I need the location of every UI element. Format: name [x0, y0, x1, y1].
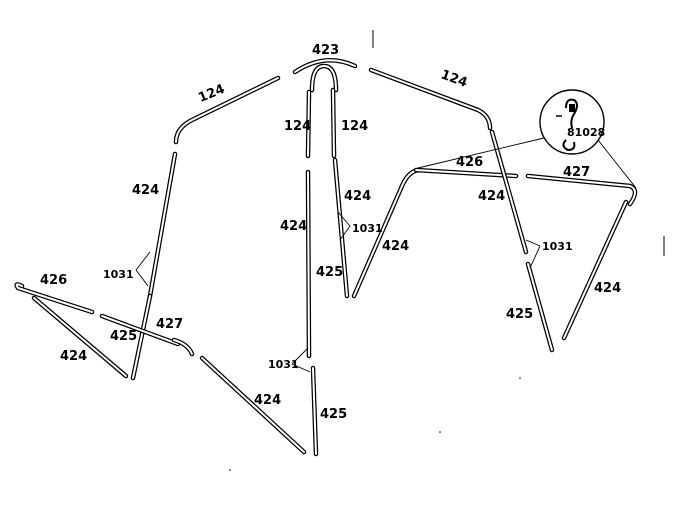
label-right-leg: 424	[594, 281, 621, 296]
clip-detail-callout	[417, 89, 637, 189]
label-left-leg: 424	[132, 183, 159, 198]
label-right-connector: 1031	[542, 240, 573, 253]
label-right-brace: 427	[563, 165, 590, 180]
right-leg-tube	[561, 199, 629, 341]
label-left-diagonal: 424	[254, 393, 281, 408]
label-center-left: 124	[284, 119, 311, 134]
label-upper-right: 124	[439, 67, 470, 90]
label-center-connector-b: 1031	[268, 358, 299, 371]
center-upper-tubes	[305, 157, 350, 359]
label-center-upper-b: 424	[344, 189, 371, 204]
clip-icon	[556, 98, 578, 152]
left-foot-tube	[31, 295, 129, 379]
left-brace-tube	[99, 313, 195, 357]
label-center-right: 124	[341, 119, 368, 134]
label-left-brace: 427	[156, 317, 183, 332]
center-lower-tube	[310, 365, 319, 457]
label-center-connector-a: 1031	[352, 222, 383, 235]
upper-right-tube	[368, 67, 493, 131]
label-center-lower-a: 425	[316, 265, 343, 280]
label-clip-detail: 81028	[567, 126, 605, 139]
label-right-spreader: 426	[456, 155, 483, 170]
label-right-lower: 425	[506, 307, 533, 322]
label-center-upper-a: 424	[280, 219, 307, 234]
label-center-right-leg: 424	[382, 239, 409, 254]
left-leg-tube	[130, 151, 178, 381]
right-brace-tube	[525, 173, 638, 207]
label-top-hub: 423	[312, 43, 339, 58]
scan-specks	[229, 30, 665, 471]
left-spreader-tube	[14, 282, 95, 315]
connector-leaders	[135, 211, 541, 373]
right-upper-tube	[489, 129, 529, 255]
center-tubes	[305, 87, 337, 159]
label-left-foot: 424	[60, 349, 87, 364]
label-upper-left: 124	[196, 82, 227, 106]
label-center-lower-b: 425	[320, 407, 347, 422]
right-spreader-tube	[413, 167, 519, 179]
left-diagonal-tube	[199, 355, 307, 455]
label-right-upper: 424	[478, 189, 505, 204]
label-left-connector: 1031	[103, 268, 134, 281]
upper-left-tube	[173, 75, 281, 145]
right-lower-tube	[525, 261, 555, 353]
top-hub-part	[292, 58, 358, 93]
label-left-spreader: 426	[40, 273, 67, 288]
label-left-lower: 425	[110, 329, 137, 344]
